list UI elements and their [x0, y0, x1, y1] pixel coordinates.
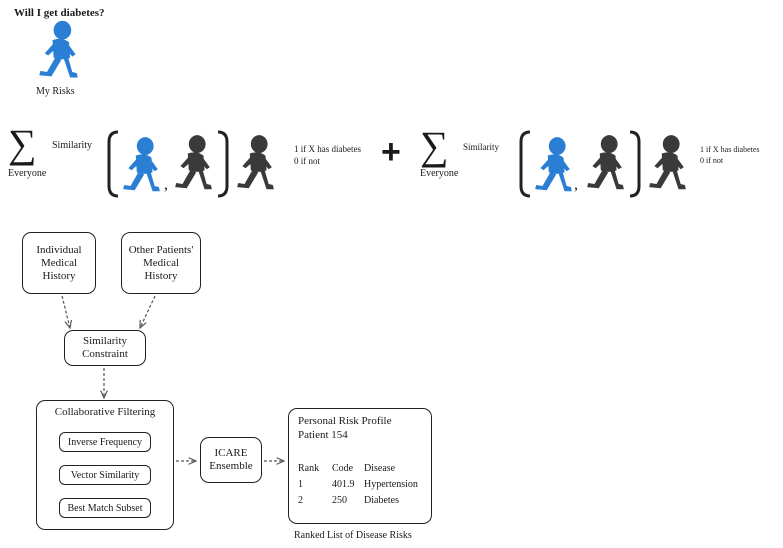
- question-title: Will I get diabetes?: [14, 7, 105, 19]
- ranked-list-caption: Ranked List of Disease Risks: [294, 530, 412, 541]
- profile-row-code: 401.9: [332, 479, 355, 490]
- similarity-label: Similarity: [463, 142, 499, 152]
- indicator-false: 0 if not: [700, 156, 724, 165]
- individual-history-box: Individual Medical History: [22, 232, 96, 294]
- right-bracket: [217, 130, 229, 198]
- profile-patient: Patient 154: [298, 429, 348, 441]
- profile-row-rank: 1: [298, 479, 303, 490]
- profile-header-rank: Rank: [298, 463, 320, 474]
- indicator-true: 1 if X has diabetes: [700, 145, 760, 154]
- profile-header-disease: Disease: [364, 463, 396, 474]
- plus-sign: +: [381, 133, 401, 171]
- sum-symbol: ∑: [420, 123, 449, 168]
- sum-subscript: Everyone: [8, 168, 47, 179]
- sum-subscript: Everyone: [420, 168, 459, 179]
- profile-row-rank: 2: [298, 495, 303, 506]
- profile-row-disease: Diabetes: [364, 495, 399, 506]
- collaborative-filtering-title: Collaborative Filtering: [54, 406, 156, 418]
- profile-header-code: Code: [332, 463, 354, 474]
- sum-symbol: ∑: [8, 121, 37, 166]
- cf-method-inverse-frequency: Inverse Frequency: [59, 432, 151, 452]
- indicator-true: 1 if X has diabetes: [294, 144, 361, 154]
- personal-risk-profile-box: [288, 408, 432, 524]
- pair-comma: ,: [574, 176, 578, 193]
- right-bracket: [629, 130, 641, 198]
- pair-comma: ,: [164, 176, 168, 193]
- left-bracket: [519, 130, 531, 198]
- left-bracket: [107, 130, 119, 198]
- indicator-false: 0 if not: [294, 156, 320, 166]
- similarity-constraint-box: Similarity Constraint: [64, 330, 146, 366]
- similarity-label: Similarity: [52, 140, 92, 151]
- cf-method-vector-similarity: Vector Similarity: [59, 465, 151, 485]
- other-history-box: Other Patients' Medical History: [121, 232, 201, 294]
- icare-ensemble-box: ICARE Ensemble: [200, 437, 262, 483]
- cf-method-best-match-subset: Best Match Subset: [59, 498, 151, 518]
- profile-title: Personal Risk Profile: [298, 415, 392, 427]
- my-risks-label: My Risks: [36, 86, 75, 97]
- profile-row-code: 250: [332, 495, 347, 506]
- profile-row-disease: Hypertension: [364, 479, 418, 490]
